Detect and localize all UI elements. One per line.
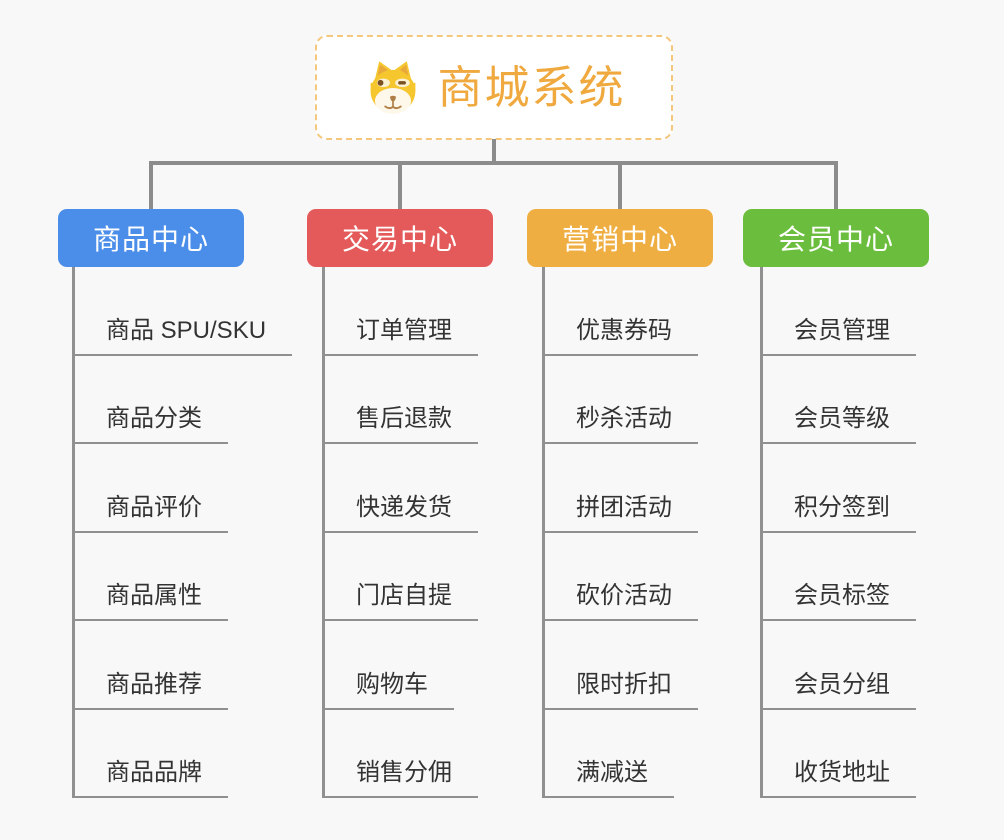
- child-node[interactable]: 购物车: [325, 664, 454, 710]
- child-row: 商品 SPU/SKU: [75, 267, 293, 356]
- child-row: 订单管理: [325, 267, 478, 356]
- branch-label: 会员中心: [777, 224, 894, 255]
- child-node[interactable]: 售后退款: [325, 398, 478, 444]
- child-row: 商品评价: [75, 444, 292, 533]
- branch-children: 优惠券码秒杀活动拼团活动砍价活动限时折扣满减送: [542, 267, 698, 798]
- child-row: 积分签到: [763, 444, 916, 533]
- connector-root-trunk: [492, 139, 496, 165]
- child-node[interactable]: 商品 SPU/SKU: [75, 310, 293, 356]
- branch-children: 会员管理会员等级积分签到会员标签会员分组收货地址: [760, 267, 916, 798]
- connector-horizontal-bar: [149, 161, 838, 165]
- child-node[interactable]: 优惠券码: [545, 310, 698, 356]
- branch-header-4[interactable]: 会员中心: [743, 209, 929, 267]
- connector-drop-4: [834, 161, 838, 209]
- child-row: 商品属性: [75, 533, 292, 621]
- connector-drop-2: [398, 161, 402, 209]
- branch-label: 交易中心: [341, 224, 458, 255]
- connector-drop-1: [149, 161, 153, 209]
- connector-drop-3: [618, 161, 622, 209]
- child-row: 会员标签: [763, 533, 916, 621]
- child-row: 满减送: [545, 710, 698, 798]
- child-node[interactable]: 销售分佣: [325, 752, 478, 798]
- branch-label: 商品中心: [92, 224, 209, 255]
- child-row: 销售分佣: [325, 710, 478, 798]
- child-row: 售后退款: [325, 356, 478, 444]
- child-row: 会员分组: [763, 621, 916, 710]
- child-node[interactable]: 会员标签: [763, 575, 916, 621]
- child-row: 购物车: [325, 621, 478, 710]
- branch-header-2[interactable]: 交易中心: [307, 209, 493, 267]
- child-node[interactable]: 会员分组: [763, 664, 916, 710]
- child-node[interactable]: 商品品牌: [75, 752, 228, 798]
- child-node[interactable]: 门店自提: [325, 575, 478, 621]
- child-node[interactable]: 收货地址: [763, 752, 916, 798]
- child-node[interactable]: 满减送: [545, 752, 674, 798]
- root-title: 商城系统: [437, 62, 626, 113]
- child-row: 优惠券码: [545, 267, 698, 356]
- branch-header-3[interactable]: 营销中心: [527, 209, 713, 267]
- child-node[interactable]: 限时折扣: [545, 664, 698, 710]
- child-row: 商品品牌: [75, 710, 292, 798]
- child-row: 限时折扣: [545, 621, 698, 710]
- branch-header-1[interactable]: 商品中心: [58, 209, 244, 267]
- child-row: 商品推荐: [75, 621, 292, 710]
- child-node[interactable]: 快递发货: [325, 487, 478, 533]
- branch-children: 订单管理售后退款快递发货门店自提购物车销售分佣: [322, 267, 478, 798]
- child-node[interactable]: 会员管理: [763, 310, 916, 356]
- child-node[interactable]: 商品评价: [75, 487, 228, 533]
- child-node[interactable]: 商品属性: [75, 575, 228, 621]
- branch-children: 商品 SPU/SKU 商品分类商品评价商品属性商品推荐商品品牌: [72, 267, 293, 798]
- child-row: 门店自提: [325, 533, 478, 621]
- root-node[interactable]: 商城系统: [315, 35, 673, 140]
- child-row: 快递发货: [325, 444, 478, 533]
- child-node[interactable]: 积分签到: [763, 487, 916, 533]
- child-row: 砍价活动: [545, 533, 698, 621]
- child-node[interactable]: 秒杀活动: [545, 398, 698, 444]
- shiba-dog-icon: [362, 57, 424, 119]
- child-row: 商品分类: [75, 356, 292, 444]
- child-node[interactable]: 商品分类: [75, 398, 228, 444]
- branch-label: 营销中心: [561, 224, 678, 255]
- child-node[interactable]: 拼团活动: [545, 487, 698, 533]
- child-node[interactable]: 会员等级: [763, 398, 916, 444]
- child-row: 会员管理: [763, 267, 916, 356]
- child-row: 会员等级: [763, 356, 916, 444]
- child-row: 收货地址: [763, 710, 916, 798]
- child-node[interactable]: 商品推荐: [75, 664, 228, 710]
- child-row: 拼团活动: [545, 444, 698, 533]
- child-node[interactable]: 订单管理: [325, 310, 478, 356]
- child-row: 秒杀活动: [545, 356, 698, 444]
- child-node[interactable]: 砍价活动: [545, 575, 698, 621]
